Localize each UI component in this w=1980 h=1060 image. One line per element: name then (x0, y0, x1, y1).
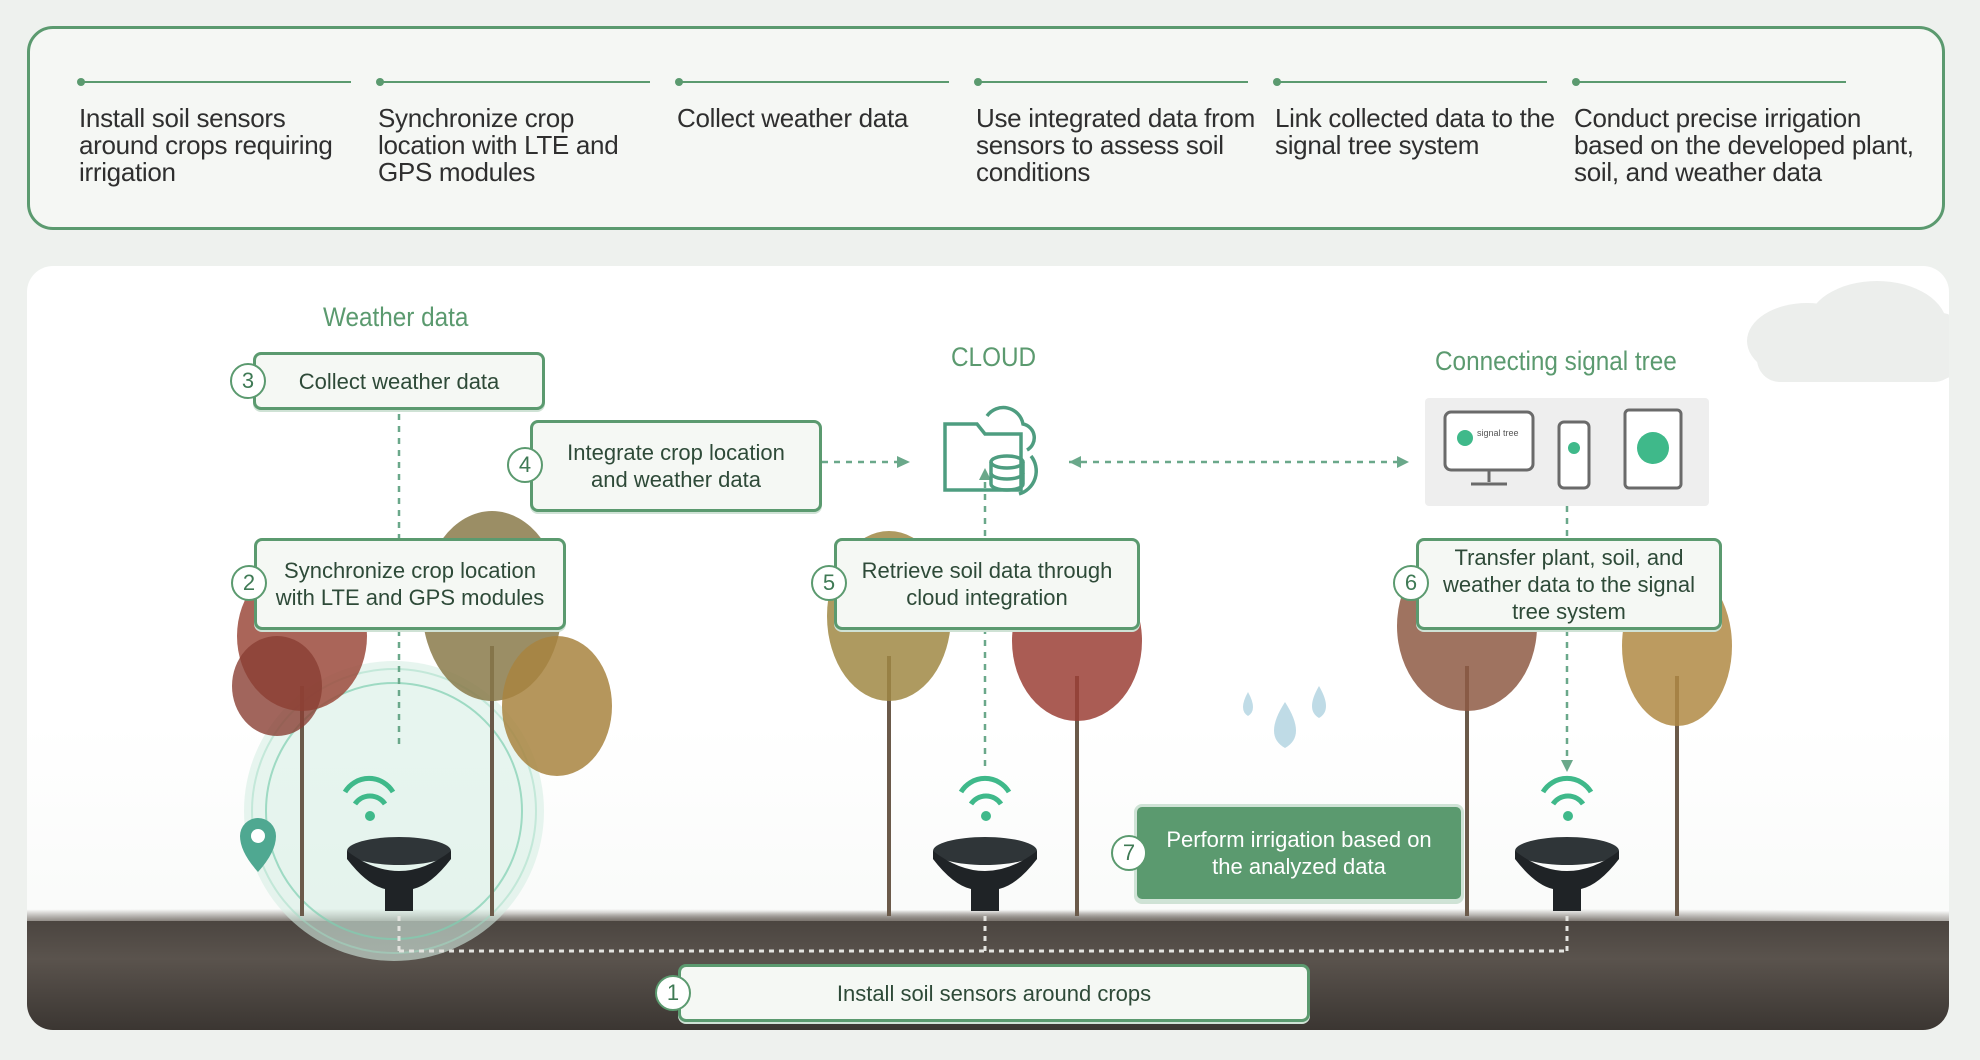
node-2-box: Synchronize crop location with LTE and G… (254, 538, 566, 630)
sky-cloud-icon (1747, 281, 1949, 382)
node-1-box: Install soil sensors around crops (678, 964, 1310, 1022)
soil-sensor-icon (342, 775, 451, 911)
node-7-number: 7 (1111, 835, 1147, 871)
node-1-number: 1 (655, 975, 691, 1011)
step-dot (675, 78, 683, 86)
sensor-halo (244, 661, 544, 961)
dashed-connectors (397, 414, 1569, 766)
node-4-box: Integrate crop location and weather data (530, 420, 822, 512)
soil-dashed-connectors (397, 906, 1569, 953)
node-3-box: Collect weather data (253, 352, 545, 410)
arrow-heads (897, 456, 1573, 772)
node-3-label: Collect weather data (298, 368, 500, 394)
node-5-box: Retrieve soil data through cloud integra… (834, 538, 1140, 630)
node-4-number: 4 (507, 447, 543, 483)
step-dot (1273, 78, 1281, 86)
node-6-number: 6 (1393, 565, 1429, 601)
step-line (378, 81, 650, 83)
step-text: Use integrated data from sensors to asse… (976, 103, 1255, 187)
node-2-number: 2 (231, 565, 267, 601)
node-5-label: Retrieve soil data through cloud integra… (861, 558, 1113, 610)
irrigation-diagram: Weather data CLOUD Connecting signal tre… (27, 266, 1949, 1030)
node-5-number: 5 (811, 565, 847, 601)
step-dot (974, 78, 982, 86)
step-dot (1572, 78, 1580, 86)
step-line (1574, 81, 1846, 83)
cloud-title: CLOUD (951, 342, 1037, 372)
location-pin-icon (240, 818, 276, 872)
node-6-box: Transfer plant, soil, and weather data t… (1416, 538, 1722, 630)
step-text: Synchronize crop location with LTE and G… (378, 103, 619, 187)
node-1-label: Install soil sensors around crops (836, 980, 1152, 1006)
cloud-database-icon (943, 405, 1038, 496)
step-dot (77, 78, 85, 86)
step-line (1275, 81, 1547, 83)
node-2-label: Synchronize crop location with LTE and G… (275, 558, 545, 610)
step-line (677, 81, 949, 83)
node-4-label: Integrate crop location and weather data (567, 440, 785, 492)
device-label: signal tree (1477, 428, 1519, 438)
steps-panel: Install soil sensors around crops requir… (27, 26, 1945, 230)
signal-tree-devices-icon: signal tree (1443, 408, 1683, 490)
node-3-number: 3 (230, 363, 266, 399)
signal-tree-device: signal tree (1425, 398, 1709, 506)
step-text: Install soil sensors around crops requir… (79, 103, 333, 187)
step-text: Conduct precise irrigation based on the … (1574, 103, 1914, 187)
soil-sensor-icon (1515, 775, 1619, 911)
step-line (79, 81, 351, 83)
soil-sensor-icon (933, 775, 1037, 911)
weather-data-title: Weather data (323, 302, 469, 332)
node-7-label: Perform irrigation based on the analyzed… (1166, 827, 1432, 879)
water-drop-icon (1243, 686, 1326, 748)
signal-tree-title: Connecting signal tree (1435, 346, 1677, 376)
step-line (976, 81, 1248, 83)
step-text: Link collected data to the signal tree s… (1275, 103, 1555, 160)
node-6-label: Transfer plant, soil, and weather data t… (1443, 544, 1695, 624)
step-dot (376, 78, 384, 86)
step-text: Collect weather data (677, 103, 909, 133)
node-7-box: Perform irrigation based on the analyzed… (1134, 804, 1464, 902)
